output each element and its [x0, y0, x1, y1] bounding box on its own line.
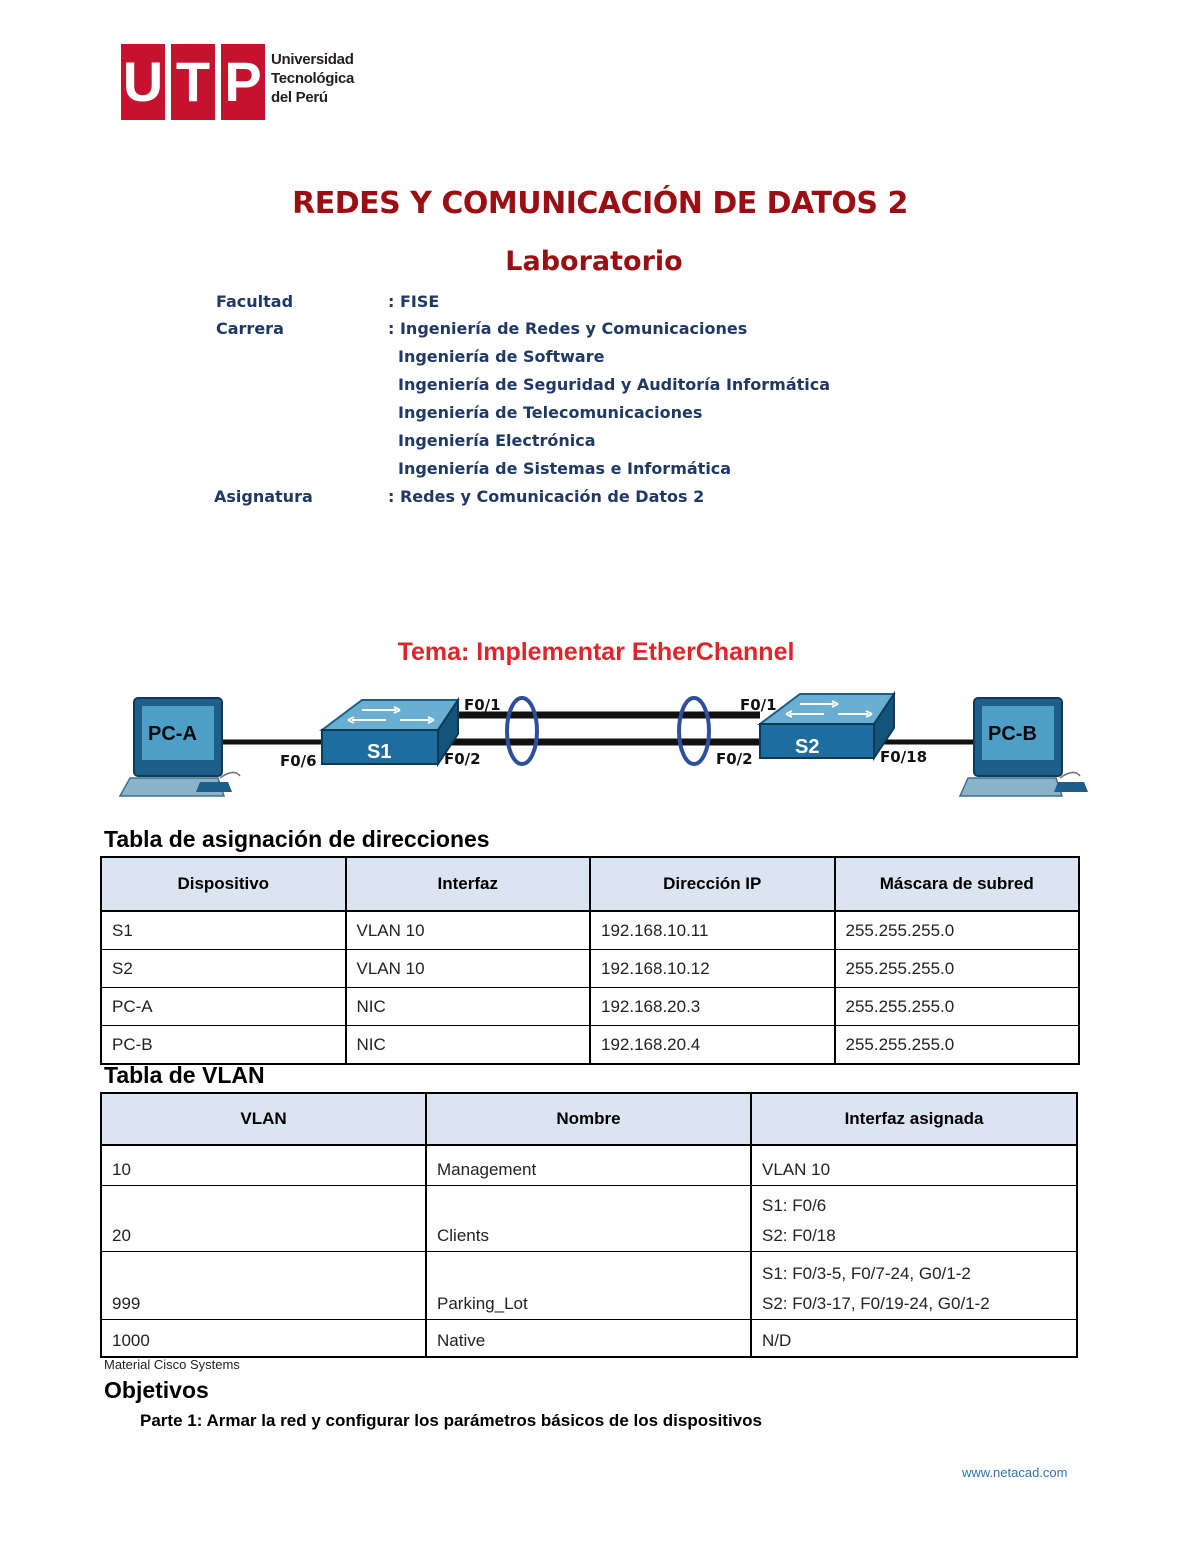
table-row: 999 Parking_Lot S1: F0/3-5, F0/7-24, G0/… [100, 1250, 1078, 1320]
utp-logo: U T P Universidad Tecnológica del Perú [121, 42, 355, 122]
s1-label: S1 [367, 741, 391, 763]
table-cell: Management [425, 1144, 752, 1186]
column-header: Dirección IP [589, 856, 836, 912]
table-cell: Clients [425, 1184, 752, 1252]
table-cell: 10 [100, 1144, 427, 1186]
s2-f018-label: F0/18 [880, 748, 927, 766]
logo-letter-p: P [221, 44, 265, 120]
table-cell: N/D [750, 1318, 1078, 1358]
table-row: S2 VLAN 10 192.168.10.12 255.255.255.0 [100, 949, 1080, 988]
table-cell: 255.255.255.0 [833, 1025, 1080, 1065]
table-row: S1 VLAN 10 192.168.10.11 255.255.255.0 [100, 910, 1080, 950]
table-cell: PC-B [100, 1025, 347, 1065]
etherchannel-oval-left [505, 696, 539, 766]
table-cell: 999 [100, 1250, 427, 1320]
logo-letter-u: U [121, 44, 165, 120]
column-header: Interfaz asignada [750, 1092, 1078, 1146]
part-1-text: Parte 1: Armar la red y configurar los p… [140, 1411, 762, 1430]
table-row: PC-B NIC 192.168.20.4 255.255.255.0 [100, 1025, 1080, 1065]
table-cell: 20 [100, 1184, 427, 1252]
carrera-label: Carrera [216, 319, 284, 338]
logo-wordmark: Universidad Tecnológica del Perú [271, 51, 355, 106]
asignatura-value: : Redes y Comunicación de Datos 2 [388, 487, 705, 506]
table-row: PC-A NIC 192.168.20.3 255.255.255.0 [100, 987, 1080, 1026]
s1-f01-label: F0/1 [464, 696, 501, 714]
table-cell: S2 [100, 949, 347, 988]
topic-title: Tema: Implementar EtherChannel [397, 638, 795, 666]
table-row: 10 Management VLAN 10 [100, 1144, 1078, 1186]
table-cell: Parking_Lot [425, 1250, 752, 1320]
asignatura-label: Asignatura [214, 487, 313, 506]
facultad-label: Facultad [216, 292, 294, 311]
column-header: Interfaz [344, 856, 591, 912]
objectives-heading: Objetivos [104, 1377, 209, 1403]
source-note: Material Cisco Systems [104, 1357, 240, 1372]
s2-label: S2 [795, 736, 819, 758]
pc-a-label: PC-A [148, 723, 197, 745]
table-cell: NIC [344, 1025, 591, 1065]
table-row: 1000 Native N/D [100, 1318, 1078, 1358]
network-topology-diagram: PC-A PC-B S1 S2 F0/1 F0/2 F0/6 F0/1 F0/2… [118, 690, 1088, 797]
carrera-value: Ingeniería de Seguridad y Auditoría Info… [398, 375, 831, 394]
pc-b-icon [958, 697, 1088, 797]
s1-f02-label: F0/2 [444, 750, 481, 768]
s1-f06-label: F0/6 [280, 752, 317, 770]
table-cell: 192.168.10.11 [589, 910, 836, 950]
carrera-value: Ingeniería de Telecomunicaciones [398, 403, 703, 422]
s2-f01-label: F0/1 [740, 696, 777, 714]
table-cell: VLAN 10 [750, 1144, 1078, 1186]
pc-b-label: PC-B [988, 723, 1037, 745]
column-header: VLAN [100, 1092, 427, 1146]
carrera-value: Ingeniería Electrónica [398, 431, 596, 450]
table-cell: 255.255.255.0 [833, 987, 1080, 1026]
footer-site-link[interactable]: www.netacad.com [962, 1465, 1068, 1480]
pc-a-icon [118, 697, 241, 797]
carrera-value: Ingeniería de Software [398, 347, 605, 366]
vlan-table-heading: Tabla de VLAN [104, 1062, 265, 1088]
vlan-table: VLAN Nombre Interfaz asignada 10 Managem… [100, 1092, 1078, 1358]
address-table-heading: Tabla de asignación de direcciones [104, 826, 490, 852]
switch-s2-icon [757, 690, 896, 762]
facultad-value: : FISE [388, 292, 440, 311]
etherchannel-oval-right [677, 696, 711, 766]
table-cell: NIC [344, 987, 591, 1026]
document-subtitle: Laboratorio [505, 246, 683, 277]
table-cell: 192.168.10.12 [589, 949, 836, 988]
table-cell: 1000 [100, 1318, 427, 1358]
switch-s1-icon [319, 696, 460, 768]
table-cell: 255.255.255.0 [833, 910, 1080, 950]
table-cell: Native [425, 1318, 752, 1358]
table-cell: 192.168.20.3 [589, 987, 836, 1026]
address-table: Dispositivo Interfaz Dirección IP Máscar… [100, 856, 1080, 1065]
column-header: Nombre [425, 1092, 752, 1146]
table-cell: PC-A [100, 987, 347, 1026]
table-cell: 192.168.20.4 [589, 1025, 836, 1065]
carrera-value: : Ingeniería de Redes y Comunicaciones [388, 319, 748, 338]
s2-f02-label: F0/2 [716, 750, 753, 768]
document-title: REDES Y COMUNICACIÓN DE DATOS 2 [292, 186, 908, 221]
column-header: Máscara de subred [833, 856, 1080, 912]
carrera-value: Ingeniería de Sistemas e Informática [398, 459, 732, 478]
table-cell: VLAN 10 [344, 910, 591, 950]
table-cell: VLAN 10 [344, 949, 591, 988]
column-header: Dispositivo [100, 856, 347, 912]
table-cell: S1 [100, 910, 347, 950]
table-cell: 255.255.255.0 [833, 949, 1080, 988]
logo-letter-t: T [171, 44, 215, 120]
